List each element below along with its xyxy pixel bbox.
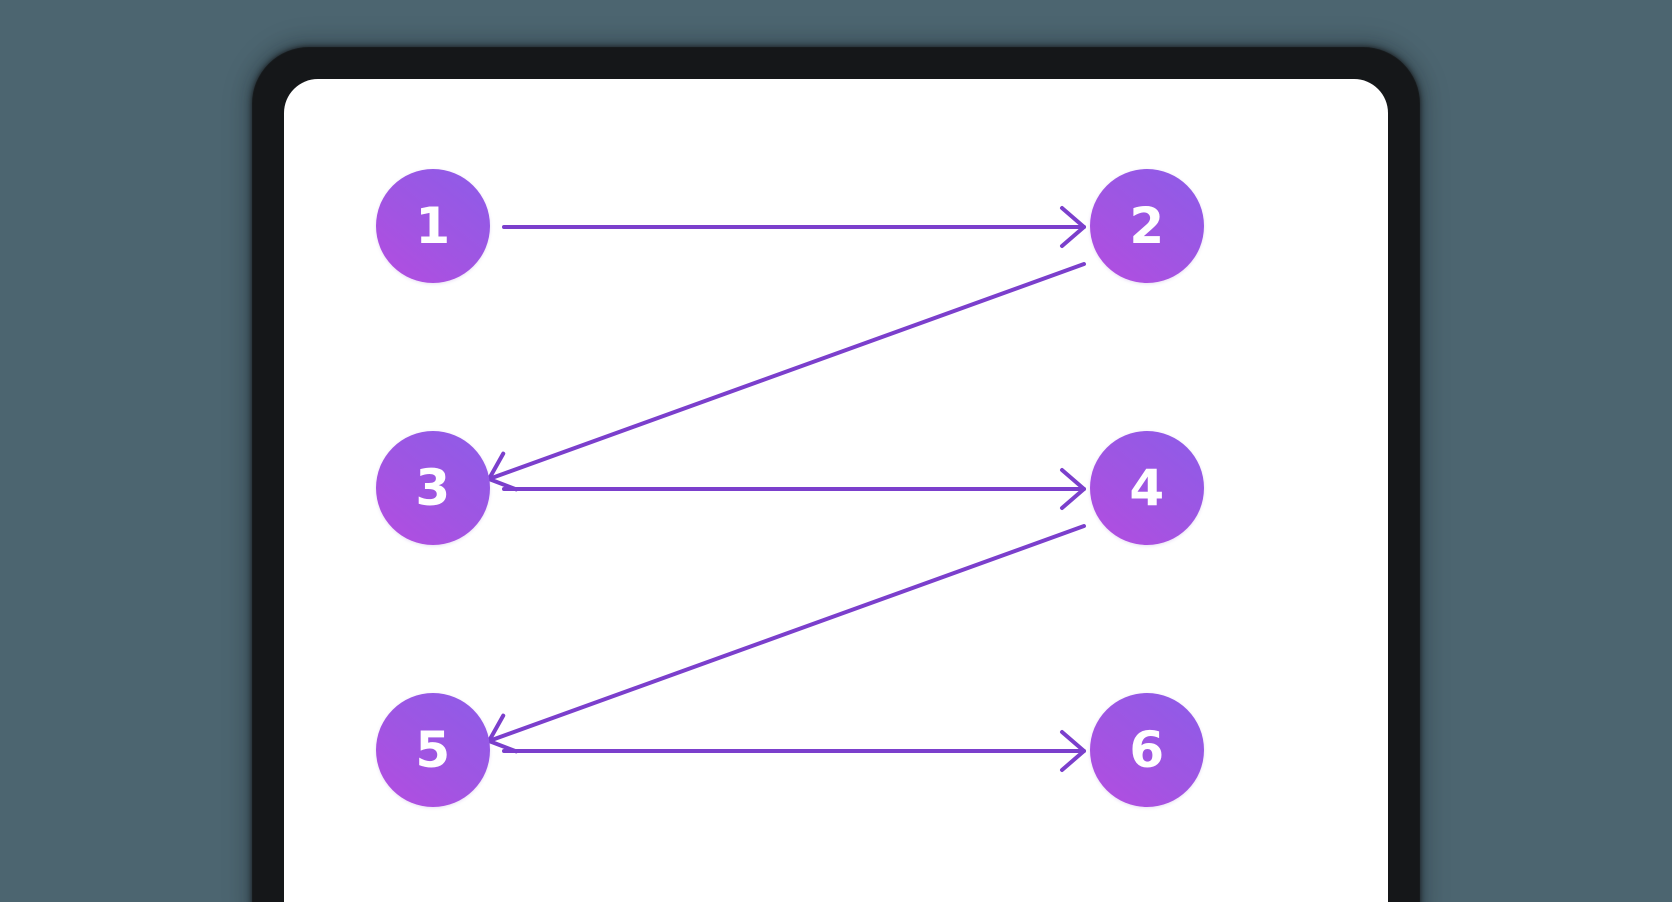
graph-node-1[interactable]: 1 [376,169,490,283]
graph-node-label: 4 [1129,459,1165,517]
edge-line [487,262,1086,481]
graph-node-label: 2 [1129,197,1165,255]
graph-node-5[interactable]: 5 [376,693,490,807]
graph-node-2[interactable]: 2 [1090,169,1204,283]
arrowhead-icon [1060,730,1086,772]
graph-node-label: 1 [415,197,451,255]
arrowhead-icon [1060,206,1086,248]
graph-node-label: 5 [415,721,451,779]
graph-node-6[interactable]: 6 [1090,693,1204,807]
edge-4-to-5 [487,524,1086,754]
edge-3-to-4 [502,468,1086,510]
edge-2-to-3 [487,262,1086,492]
graph-diagram: 1 2 3 4 5 6 [284,79,1388,902]
arrowhead-icon [1060,468,1086,510]
graph-node-3[interactable]: 3 [376,431,490,545]
edge-5-to-6 [502,730,1086,772]
graph-node-4[interactable]: 4 [1090,431,1204,545]
graph-node-label: 6 [1129,721,1165,779]
edge-line [487,524,1086,743]
edge-1-to-2 [502,206,1086,248]
graph-node-label: 3 [415,459,451,517]
device-screen: 1 2 3 4 5 6 [284,79,1388,902]
